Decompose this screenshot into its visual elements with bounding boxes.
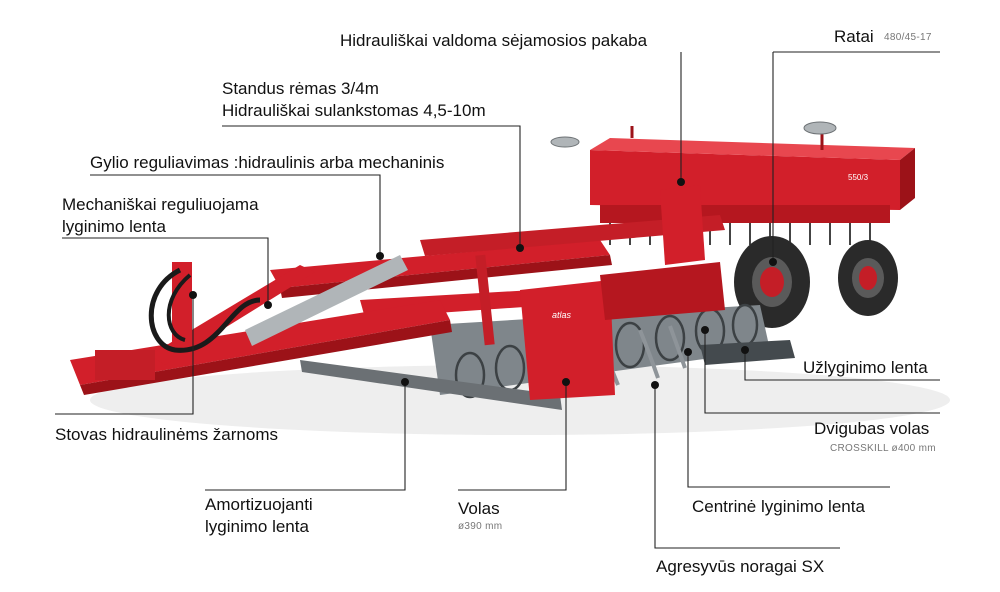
leader-roller bbox=[458, 382, 567, 491]
dot-central-board bbox=[684, 348, 692, 356]
brand-text: atlas bbox=[552, 310, 572, 320]
dot-frame bbox=[516, 244, 524, 252]
hydraulic-hoses bbox=[148, 267, 261, 353]
label-central-board: Centrinė lyginimo lenta bbox=[692, 497, 865, 516]
label-frame-rigid: Standus rėmas 3/4m bbox=[222, 79, 379, 98]
label-damping-line2: lyginimo lenta bbox=[205, 517, 309, 536]
leader-depth bbox=[90, 174, 381, 256]
leader-damping bbox=[205, 382, 406, 491]
label-depth-adjustment: Gylio reguliavimas :hidraulinis arba mec… bbox=[90, 153, 445, 172]
leader-central-board bbox=[687, 352, 890, 488]
hopper-badge: 550/3 bbox=[848, 173, 869, 182]
dot-double-roller bbox=[701, 326, 709, 334]
leader-frame bbox=[222, 125, 521, 248]
leader-lines bbox=[55, 51, 940, 549]
label-roller: Volas bbox=[458, 499, 500, 518]
label-hydraulic-suspension: Hidrauliškai valdoma sėjamosios pakaba bbox=[340, 31, 648, 50]
label-double-roller-note: CROSSKILL ø400 mm bbox=[830, 443, 936, 454]
dot-leveling-board bbox=[741, 346, 749, 354]
label-double-roller: Dvigubas volas bbox=[814, 419, 930, 438]
dot-leveling bbox=[264, 301, 272, 309]
dot-wheels bbox=[769, 258, 777, 266]
dot-hyd-suspension bbox=[677, 178, 685, 186]
wheels bbox=[734, 236, 898, 328]
dot-depth bbox=[376, 252, 384, 260]
damping-board bbox=[300, 360, 562, 410]
leader-shares bbox=[654, 385, 840, 549]
dot-hose-stand bbox=[189, 291, 197, 299]
label-leveling-line2: lyginimo lenta bbox=[62, 217, 166, 236]
label-roller-note: ø390 mm bbox=[458, 521, 503, 532]
label-wheels-note: 480/45-17 bbox=[884, 32, 932, 43]
label-shares: Agresyvūs noragai SX bbox=[656, 557, 825, 576]
label-leveling-line1: Mechaniškai reguliuojama bbox=[62, 195, 259, 214]
leader-double-roller bbox=[704, 330, 940, 414]
dot-shares bbox=[651, 381, 659, 389]
label-hose-stand: Stovas hidraulinėms žarnoms bbox=[55, 425, 278, 444]
label-leveling-board: Užlyginimo lenta bbox=[803, 358, 928, 377]
label-frame-folding: Hidrauliškai sulankstomas 4,5-10m bbox=[222, 101, 486, 120]
leader-hose-stand bbox=[55, 295, 194, 415]
leader-leveling bbox=[62, 237, 269, 305]
label-damping-line1: Amortizuojanti bbox=[205, 495, 313, 514]
dot-damping bbox=[401, 378, 409, 386]
dot-roller bbox=[562, 378, 570, 386]
leader-leveling-board bbox=[744, 350, 940, 381]
label-wheels: Ratai bbox=[834, 27, 874, 46]
